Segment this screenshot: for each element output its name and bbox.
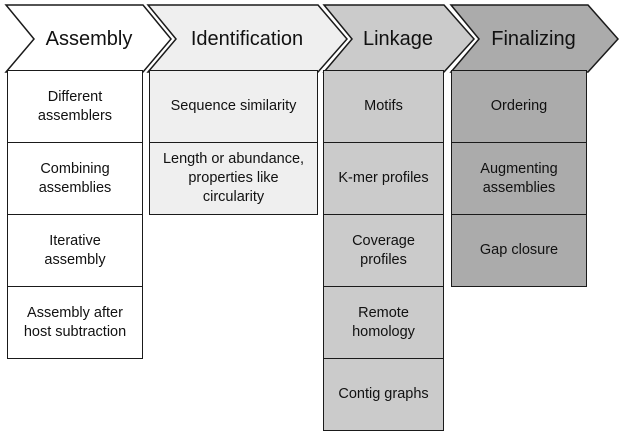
assembly-item-combining-assemblies: Combining assemblies bbox=[7, 142, 143, 215]
linkage-item-kmer-profiles: K-mer profiles bbox=[323, 142, 444, 215]
stage-title-linkage: Linkage bbox=[362, 28, 434, 50]
identification-item-sequence-similarity: Sequence similarity bbox=[149, 70, 318, 143]
linkage-item-coverage-profiles: Coverage profiles bbox=[323, 214, 444, 287]
identification-item-length-abundance: Length or abundance, properties like cir… bbox=[149, 142, 318, 215]
assembly-item-iterative-assembly: Iterative assembly bbox=[7, 214, 143, 287]
stage-arrow-finalizing bbox=[449, 4, 620, 73]
stage-title-identification: Identification bbox=[190, 28, 304, 50]
stage-arrow-linkage bbox=[322, 4, 476, 73]
finalizing-item-gap-closure: Gap closure bbox=[451, 214, 587, 287]
finalizing-item-augmenting-assemblies: Augmenting assemblies bbox=[451, 142, 587, 215]
assembly-item-different-assemblers: Different assemblers bbox=[7, 70, 143, 143]
finalizing-item-ordering: Ordering bbox=[451, 70, 587, 143]
linkage-item-motifs: Motifs bbox=[323, 70, 444, 143]
stage-arrow-assembly bbox=[4, 4, 172, 73]
assembly-item-host-subtraction: Assembly after host subtraction bbox=[7, 286, 143, 359]
linkage-item-contig-graphs: Contig graphs bbox=[323, 358, 444, 431]
stage-title-finalizing: Finalizing bbox=[491, 28, 576, 50]
stage-arrows bbox=[4, 4, 620, 73]
linkage-item-remote-homology: Remote homology bbox=[323, 286, 444, 359]
stage-title-assembly: Assembly bbox=[45, 28, 133, 50]
stage-arrow-identification bbox=[146, 4, 348, 73]
